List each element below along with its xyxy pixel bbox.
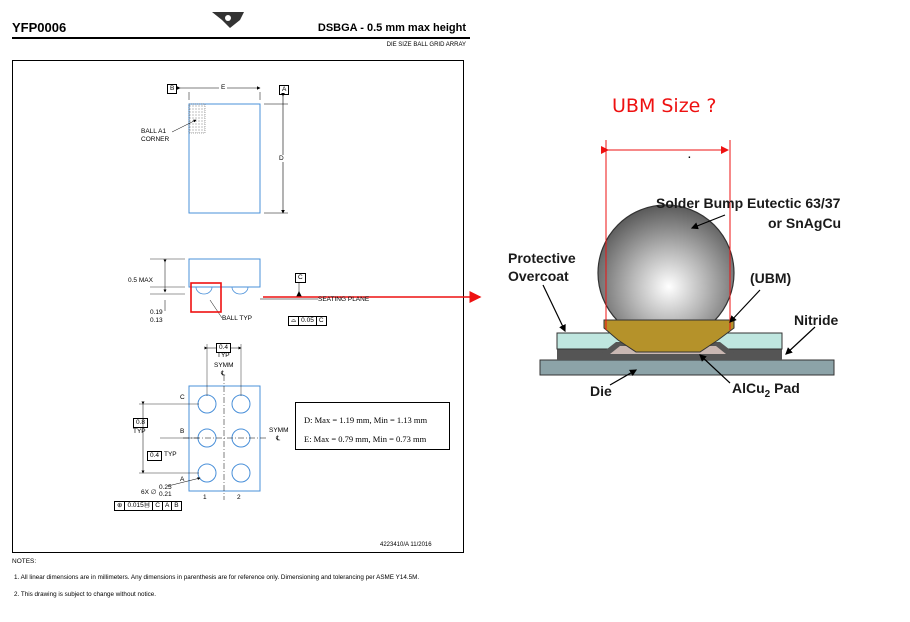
symm-right-label: SYMM: [269, 427, 289, 434]
ball-dia-max: 0.25: [159, 484, 172, 491]
flatness-value: 0.05: [299, 317, 317, 325]
pitch-x-label: 0.4: [216, 343, 232, 353]
col-1-label: 1: [203, 494, 207, 501]
package-title: DSBGA - 0.5 mm max height: [317, 22, 466, 34]
position-datum-a: A: [163, 502, 173, 510]
note-2: 2. This drawing is subject to change wit…: [14, 591, 156, 598]
ball-count-label: 6X ∅: [141, 489, 157, 496]
flatness-icon: ⌓: [289, 317, 300, 325]
pitch-y2-label: 0.4: [147, 451, 163, 461]
die-layer: [539, 359, 835, 376]
drawing-frame: [12, 60, 464, 553]
col-2-label: 2: [237, 494, 241, 501]
position-icon: ⊕: [115, 502, 126, 510]
flatness-datum: C: [318, 317, 324, 324]
solder-bump-label-2: or SnAgCu: [768, 215, 842, 231]
alcu-text: AlCu: [732, 380, 765, 396]
nitride-label: Nitride: [794, 312, 839, 328]
alcu-pad-label: AlCu2 Pad: [732, 380, 800, 403]
row-a-label: A: [180, 476, 185, 483]
pitch-x-typ: TYP: [217, 352, 230, 359]
position-tol: 0.015Ⓜ: [125, 502, 154, 510]
solder-bump-label: Solder Bump Eutectic 63/37: [656, 195, 841, 211]
position-callout: ⊕ 0.015Ⓜ C A B: [114, 501, 182, 511]
position-datum-b: B: [174, 502, 179, 509]
top-view: [171, 86, 288, 214]
die-label: Die: [590, 383, 612, 399]
symm-top-label: SYMM: [214, 362, 234, 369]
datum-b-label: B: [167, 84, 178, 94]
solder-bump-cross-section: [539, 140, 835, 386]
note-1: 1. All linear dimensions are in millimet…: [14, 574, 420, 581]
ubm-highlight-box: [190, 282, 222, 313]
dimension-table: D: Max = 1.19 mm, Min = 1.13 mm E: Max =…: [295, 402, 450, 450]
bottom-view: [139, 344, 266, 500]
notes-heading: NOTES:: [12, 558, 37, 565]
ball-a1-label: BALL A1: [141, 128, 167, 135]
dim-e-label: E: [219, 84, 228, 91]
ti-logo-icon: [212, 12, 244, 28]
ball-typ-label: BALL TYP: [222, 315, 252, 322]
doc-number: 4223410/A 11/2016: [380, 542, 432, 548]
pitch-y2-typ: TYP: [164, 451, 177, 458]
standoff-min-label: 0.13: [150, 317, 163, 324]
flatness-callout: ⌓ 0.05 C: [288, 316, 327, 326]
ubm-label: (UBM): [750, 270, 792, 286]
center-dot: .: [688, 150, 691, 161]
dim-table-d: D: Max = 1.19 mm, Min = 1.13 mm: [304, 415, 428, 425]
row-b-label: B: [180, 428, 185, 435]
overcoat-label: Overcoat: [508, 268, 569, 284]
side-view: [150, 258, 318, 319]
seating-plane-label: SEATING PLANE: [318, 296, 370, 303]
dim-d-label: D: [279, 155, 284, 162]
corner-label: CORNER: [141, 136, 170, 143]
row-c-label: C: [180, 394, 185, 401]
standoff-max-label: 0.19: [150, 309, 163, 316]
pad-text: Pad: [770, 380, 800, 396]
protective-label: Protective: [508, 250, 576, 266]
header-rule: [12, 37, 470, 39]
pitch-y-typ: TYP: [133, 428, 146, 435]
package-subtitle: DIE SIZE BALL GRID ARRAY: [386, 42, 466, 48]
alcu-subscript: 2: [764, 388, 771, 400]
package-code: YFP0006: [12, 20, 67, 35]
ubm-size-question: UBM Size ?: [612, 95, 717, 117]
pitch-y-label: 0.8: [133, 418, 149, 428]
max-height-label: 0.5 MAX: [128, 277, 153, 284]
cl-top-label: ℄: [221, 370, 226, 377]
position-datum-c: C: [153, 502, 163, 510]
dim-table-e: E: Max = 0.79 mm, Min = 0.73 mm: [304, 434, 427, 444]
ball-dia-min: 0.21: [159, 491, 172, 498]
cl-right-label: ℄: [276, 435, 281, 442]
datum-c-label: C: [295, 273, 306, 283]
datum-a-label: A: [279, 85, 290, 95]
